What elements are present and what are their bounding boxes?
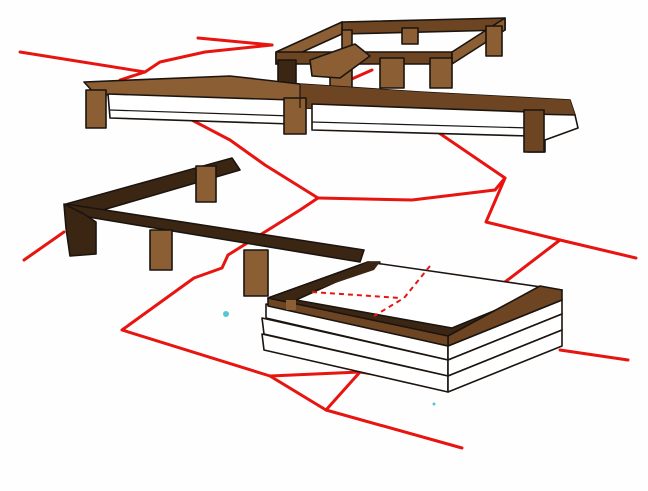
back-sofa-frame [275,17,506,89]
cushion-platform [261,261,563,393]
paint-speck-small [432,402,436,406]
paint-speck [223,311,229,317]
l-shaped-dark-bench [63,157,365,297]
long-bench [83,75,579,153]
